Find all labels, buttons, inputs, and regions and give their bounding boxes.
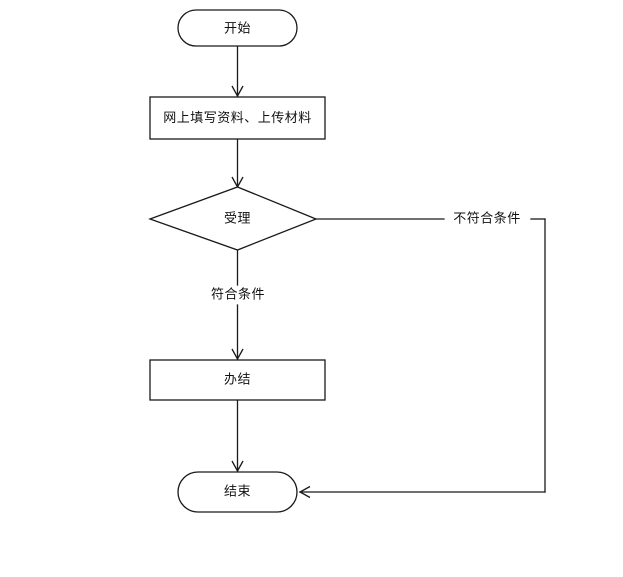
node-complete-label: 办结 bbox=[224, 373, 251, 388]
node-start-label: 开始 bbox=[224, 22, 251, 37]
node-complete[interactable]: 办结 bbox=[149, 359, 326, 401]
node-accept[interactable]: 受理 bbox=[148, 186, 318, 251]
node-end-label: 结束 bbox=[224, 485, 251, 500]
node-accept-label: 受理 bbox=[224, 212, 251, 227]
edge-start-to-fill-form bbox=[231, 45, 244, 98]
node-fill-form[interactable]: 网上填写资料、上传材料 bbox=[149, 96, 326, 140]
node-end[interactable]: 结束 bbox=[177, 471, 298, 513]
node-fill-form-label: 网上填写资料、上传材料 bbox=[163, 111, 312, 126]
node-start[interactable]: 开始 bbox=[177, 9, 298, 47]
edge-accept-yes-to-complete bbox=[231, 249, 244, 361]
edge-label-does-not-meet-conditions: 不符合条件 bbox=[453, 211, 521, 227]
edge-complete-to-end bbox=[231, 399, 244, 473]
edge-fill-form-to-accept bbox=[231, 138, 244, 189]
edge-accept-no-to-end bbox=[298, 218, 546, 499]
edge-label-meets-conditions: 符合条件 bbox=[211, 287, 265, 303]
